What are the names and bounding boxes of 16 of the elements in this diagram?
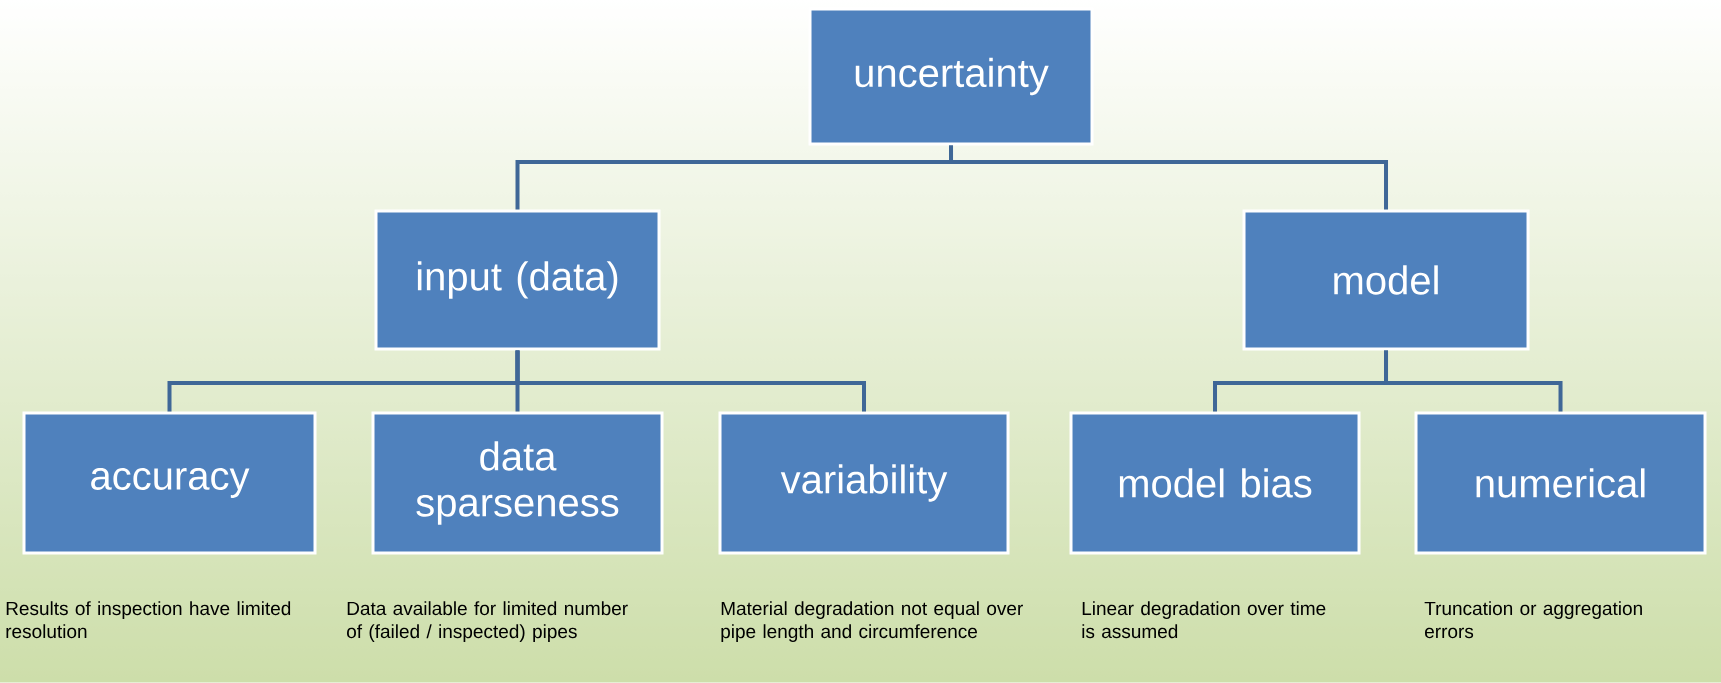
category-box: uncertainty xyxy=(808,7,1094,146)
connector-line xyxy=(949,145,1388,210)
description-text: Data available for limited number of (failed / inspected) pipes xyxy=(347,601,628,642)
description-text: Truncation or aggregation errors xyxy=(1424,601,1642,639)
category-box: model bias xyxy=(1069,411,1361,555)
description-text: Linear degradation over time is assumed xyxy=(1082,601,1326,639)
category-box: model xyxy=(1242,209,1530,351)
description-text: Results of inspection have limited resolution xyxy=(6,601,291,639)
category-box: variability xyxy=(718,411,1010,555)
category-box: accuracy xyxy=(22,411,317,555)
connector-line xyxy=(515,350,866,412)
category-box: input (data) xyxy=(374,209,661,351)
category-box: data sparseness xyxy=(371,411,664,555)
category-box: numerical xyxy=(1414,411,1707,555)
description-text: Material degradation not equal over pipe length and circumference xyxy=(721,601,1023,642)
connector-line xyxy=(1384,350,1563,412)
